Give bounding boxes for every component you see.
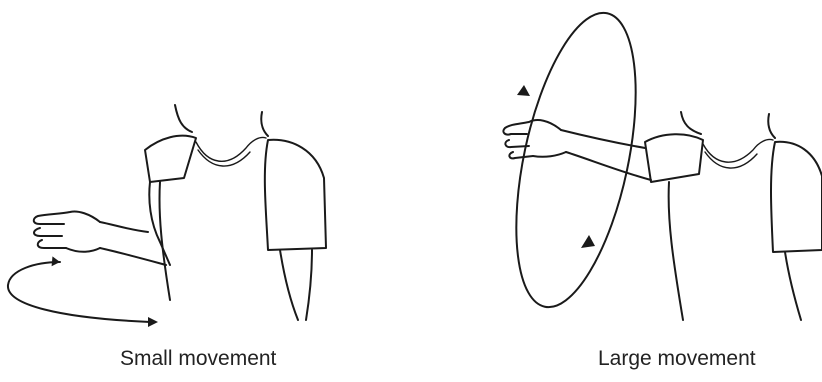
torso-left — [669, 182, 683, 320]
chin-line — [681, 112, 701, 134]
small-movement-illustration — [0, 0, 411, 340]
neck-line — [261, 112, 268, 136]
finger-2 — [34, 228, 62, 236]
palm-bottom — [66, 248, 100, 252]
small-movement-arrow — [8, 262, 150, 322]
chin-line — [175, 105, 192, 132]
arm-lower — [566, 152, 651, 180]
right-arm-lower — [306, 250, 312, 320]
collar — [703, 139, 773, 162]
large-movement-illustration — [411, 0, 822, 340]
forearm-upper — [100, 222, 148, 232]
right-sleeve — [265, 140, 326, 250]
arrowhead-start-icon — [52, 256, 61, 267]
left-sleeve — [145, 136, 196, 182]
neck-line — [768, 114, 775, 138]
large-movement-arrow — [494, 2, 658, 317]
arrowhead-lower-icon — [581, 235, 595, 248]
hand-top — [34, 211, 100, 224]
torso-right-lower — [280, 250, 298, 320]
forearm-lower — [100, 248, 166, 265]
finger-3 — [38, 240, 66, 248]
collar — [196, 137, 266, 161]
finger-3 — [509, 152, 533, 158]
small-movement-caption: Small movement — [120, 347, 276, 371]
arrowhead-end-icon — [148, 317, 158, 327]
large-movement-caption: Large movement — [598, 347, 756, 371]
torso-left — [159, 182, 170, 300]
arrowhead-upper-icon — [517, 85, 530, 96]
palm-bottom — [533, 152, 566, 157]
left-sleeve — [645, 134, 703, 182]
right-sleeve — [771, 142, 822, 252]
large-movement-figure — [411, 0, 822, 340]
small-movement-figure — [0, 0, 411, 340]
torso-right-lower — [785, 252, 801, 320]
